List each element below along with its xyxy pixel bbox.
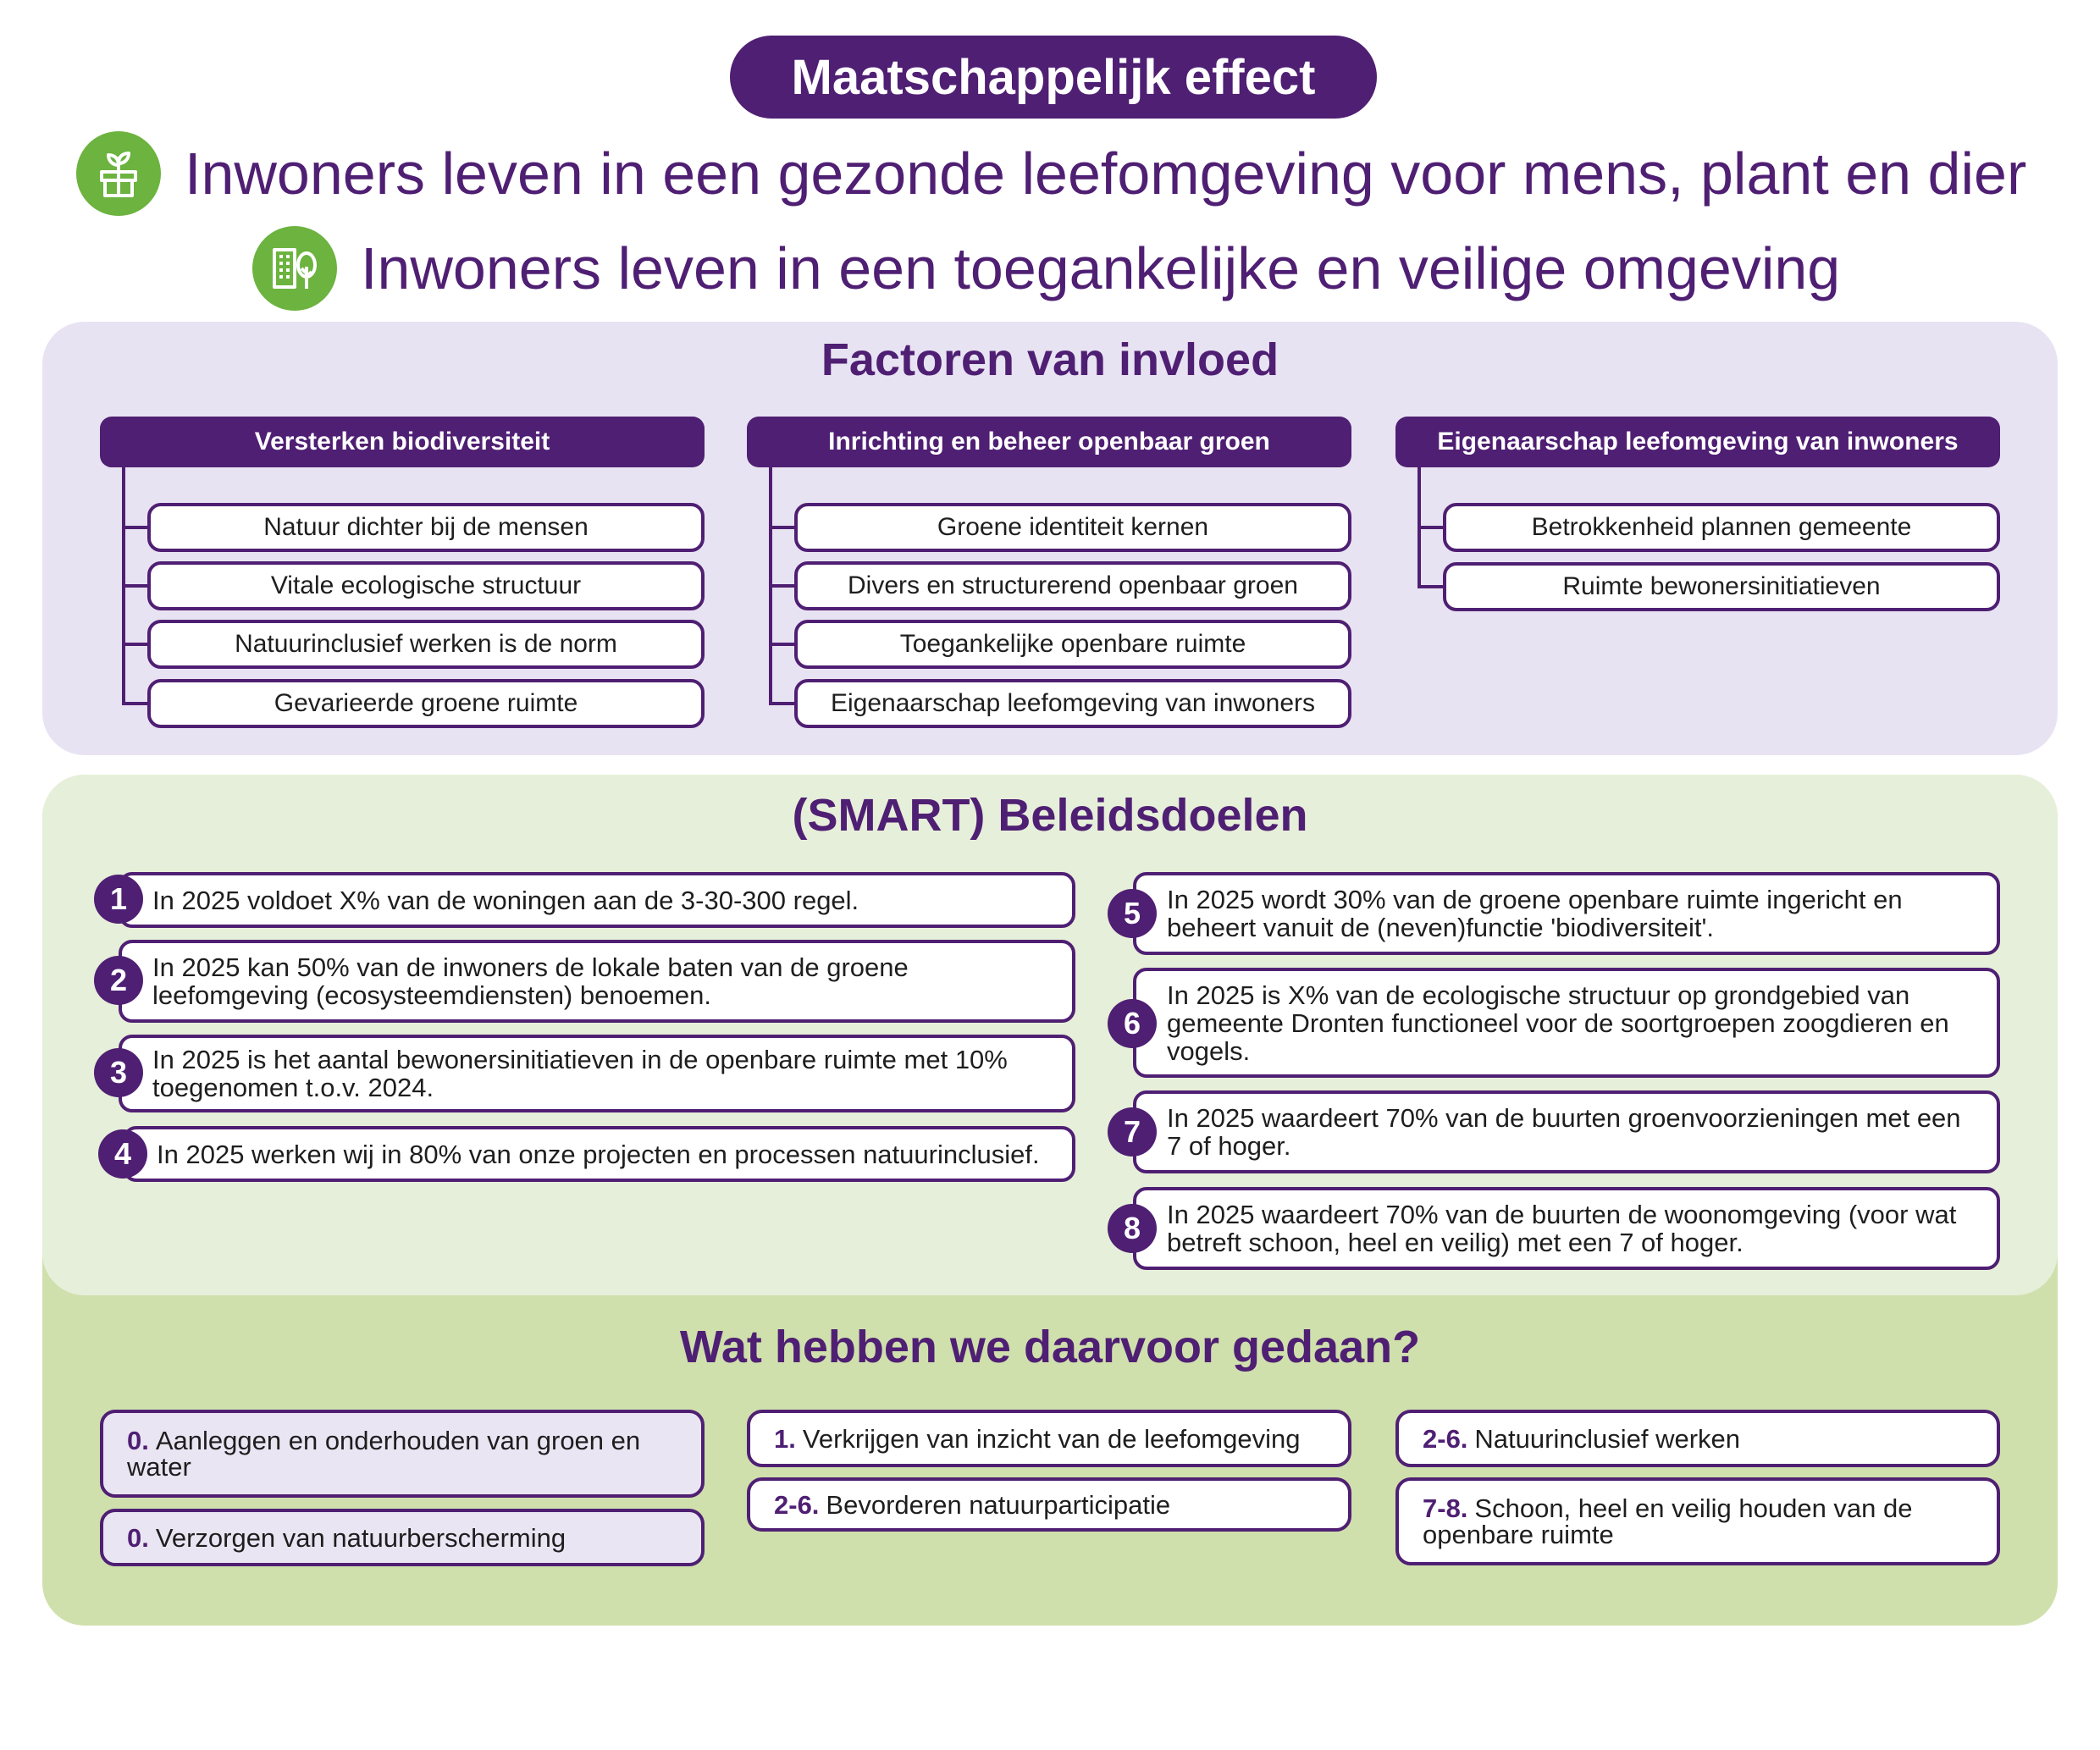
goal-item-7: In 2025 waardeert 70% van de buurten gro… — [1133, 1090, 2000, 1173]
action-item: 2-6.Natuurinclusief werken — [1395, 1410, 2000, 1467]
tree-branch — [122, 584, 149, 588]
factor-item: Toegankelijke openbare ruimte — [794, 620, 1351, 669]
factor-item: Groene identiteit kernen — [794, 503, 1351, 552]
page-title: Maatschappelijk effect — [730, 36, 1377, 119]
factor-heading-ownership: Eigenaarschap leefomgeving van inwoners — [1395, 417, 2000, 467]
effect-row-health: Inwoners leven in een gezonde leefomgevi… — [76, 127, 2026, 220]
action-prefix: 1. — [774, 1423, 796, 1454]
action-prefix: 2-6. — [1423, 1423, 1468, 1454]
factor-item: Ruimte bewonersinitiatieven — [1443, 562, 2000, 611]
action-text: Aanleggen en onderhouden van groen en wa… — [127, 1426, 641, 1482]
factor-item: Vitale ecologische structuur — [147, 561, 705, 610]
action-prefix: 0. — [127, 1426, 149, 1455]
effect-row-safety: Inwoners leven in een toegankelijke en v… — [252, 222, 1840, 315]
goal-text: In 2025 is X% van de ecologische structu… — [1167, 980, 1949, 1066]
tree-branch — [122, 702, 149, 705]
goal-number: 1 — [94, 875, 143, 924]
factors-title: Factoren van invloed — [821, 334, 1279, 385]
factor-item: Gevarieerde groene ruimte — [147, 679, 705, 728]
goal-number: 6 — [1108, 999, 1157, 1048]
goal-text: In 2025 is het aantal bewonersinitiatiev… — [152, 1045, 1008, 1102]
goal-text: In 2025 waardeert 70% van de buurten gro… — [1167, 1103, 1961, 1161]
factor-item: Betrokkenheid plannen gemeente — [1443, 503, 2000, 552]
goal-text: In 2025 voldoet X% van de woningen aan d… — [152, 885, 859, 915]
goal-item-5: In 2025 wordt 30% van de groene openbare… — [1133, 872, 2000, 955]
goal-item-6: In 2025 is X% van de ecologische structu… — [1133, 968, 2000, 1078]
goal-text: In 2025 waardeert 70% van de buurten de … — [1167, 1200, 1957, 1257]
action-prefix: 2-6. — [774, 1489, 820, 1520]
tree-branch — [769, 643, 796, 646]
action-item: 0.Aanleggen en onderhouden van groen en … — [100, 1410, 705, 1498]
effect-health-text: Inwoners leven in een gezonde leefomgevi… — [185, 141, 2027, 207]
tree-branch — [1418, 526, 1445, 529]
action-prefix: 7-8. — [1423, 1493, 1468, 1523]
goal-item-2: In 2025 kan 50% van de inwoners de lokal… — [119, 940, 1075, 1023]
factor-item: Divers en structurerend openbaar groen — [794, 561, 1351, 610]
goal-item-1: In 2025 voldoet X% van de woningen aan d… — [119, 872, 1075, 928]
goal-item-8: In 2025 waardeert 70% van de buurten de … — [1133, 1187, 2000, 1270]
goal-item-3: In 2025 is het aantal bewonersinitiatiev… — [119, 1035, 1075, 1112]
goal-number: 5 — [1108, 889, 1157, 938]
goal-item-4: In 2025 werken wij in 80% van onze proje… — [123, 1126, 1075, 1182]
tree-branch — [769, 584, 796, 588]
action-item: 7-8.Schoon, heel en veilig houden van de… — [1395, 1477, 2000, 1565]
tree-branch — [1418, 585, 1445, 588]
factor-heading-green-space: Inrichting en beheer openbaar groen — [747, 417, 1351, 467]
action-item: 1.Verkrijgen van inzicht van de leefomge… — [747, 1410, 1351, 1467]
action-text: Verzorgen van natuurberscherming — [155, 1522, 566, 1553]
action-item: 0.Verzorgen van natuurberscherming — [100, 1509, 705, 1566]
tree-branch — [122, 526, 149, 529]
goals-title: (SMART) Beleidsdoelen — [792, 790, 1308, 841]
goal-number: 2 — [94, 956, 143, 1005]
tree-branch — [769, 702, 796, 705]
goal-number: 3 — [94, 1048, 143, 1097]
factor-item: Eigenaarschap leefomgeving van inwoners — [794, 679, 1351, 728]
building-tree-icon — [252, 226, 337, 311]
factor-item: Natuur dichter bij de mensen — [147, 503, 705, 552]
tree-branch — [122, 643, 149, 646]
action-text: Bevorderen natuurparticipatie — [826, 1489, 1171, 1520]
goal-number: 4 — [98, 1129, 147, 1179]
action-text: Schoon, heel en veilig houden van de ope… — [1423, 1493, 1913, 1549]
action-prefix: 0. — [127, 1522, 149, 1553]
action-item: 2-6.Bevorderen natuurparticipatie — [747, 1477, 1351, 1532]
seedling-box-icon — [76, 131, 161, 216]
factor-item: Natuurinclusief werken is de norm — [147, 620, 705, 669]
actions-title: Wat hebben we daarvoor gedaan? — [679, 1322, 1421, 1372]
goal-number: 7 — [1108, 1107, 1157, 1157]
goal-text: In 2025 kan 50% van de inwoners de lokal… — [152, 952, 909, 1010]
goal-number: 8 — [1108, 1204, 1157, 1253]
goal-text: In 2025 werken wij in 80% van onze proje… — [157, 1139, 1040, 1169]
factor-heading-biodiversity: Versterken biodiversiteit — [100, 417, 705, 467]
action-text: Natuurinclusief werken — [1474, 1423, 1741, 1454]
action-text: Verkrijgen van inzicht van de leefomgevi… — [802, 1423, 1301, 1454]
effect-safety-text: Inwoners leven in een toegankelijke en v… — [361, 235, 1841, 301]
goal-text: In 2025 wordt 30% van de groene openbare… — [1167, 885, 1903, 942]
tree-branch — [769, 526, 796, 529]
